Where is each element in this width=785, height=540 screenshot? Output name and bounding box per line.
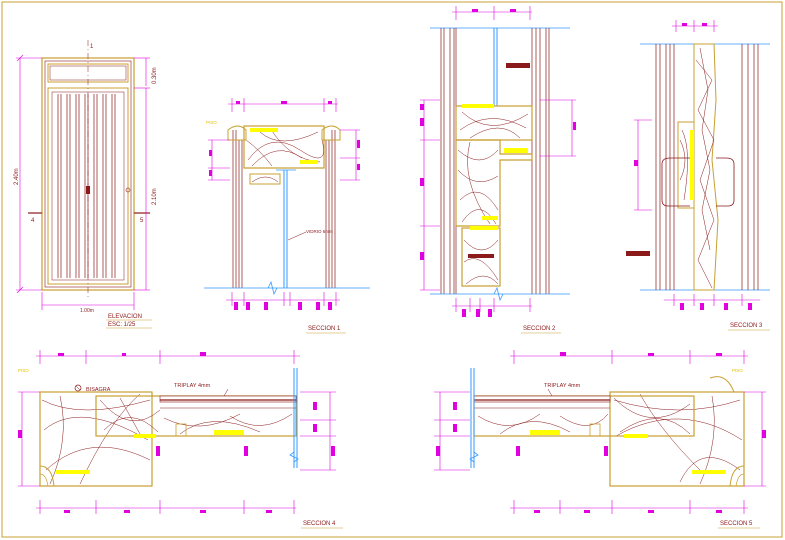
section-5: PISO TRIPLAY 4mm — [434, 350, 766, 529]
elevation-title: ELEVACION — [108, 314, 142, 320]
elevation-transom-dim: 0.30m — [152, 67, 158, 84]
hinge-label: BISAGRA — [86, 387, 111, 393]
cut-mark-4: 4 — [31, 218, 35, 224]
section-5-title: SECCION 5 — [720, 521, 753, 527]
panel-label-s4: TRIPLAY 4mm — [174, 383, 211, 389]
cut-mark-1: 1 — [90, 44, 94, 50]
section-3-title: SECCION 3 — [730, 323, 763, 329]
section-3: SECCION 3 — [626, 20, 770, 331]
floor-label-s4: PISO — [18, 368, 29, 373]
section-1-title: SECCION 1 — [308, 326, 341, 332]
elevation-height-dim: 2.40m — [14, 168, 20, 185]
section-4-title: SECCION 4 — [303, 521, 336, 527]
elevation-inner-height-dim: 2.10m — [152, 188, 158, 205]
floor-label-s1: PISO — [206, 120, 217, 125]
door-elevation: 4 5 1 2.40m 0.30m 2.10m 1.00m ELEVACION … — [14, 40, 158, 329]
floor-label-s5: PISO — [732, 368, 743, 373]
section-2: SECCION 2 — [420, 6, 576, 334]
elevation-scale: ESC: 1/25 — [108, 322, 136, 328]
panel-label-s5: TRIPLAY 4mm — [544, 383, 581, 389]
cut-mark-5: 5 — [140, 218, 144, 224]
section-4: PISO BISAGRA TRIPLAY 4mm — [18, 350, 343, 529]
section-2-title: SECCION 2 — [523, 326, 556, 332]
section-1: VIDRIO 6mm PISO SECCION 1 — [204, 98, 370, 334]
elevation-width-dim: 1.00m — [80, 308, 94, 314]
glass-note: VIDRIO 6mm — [306, 229, 333, 234]
